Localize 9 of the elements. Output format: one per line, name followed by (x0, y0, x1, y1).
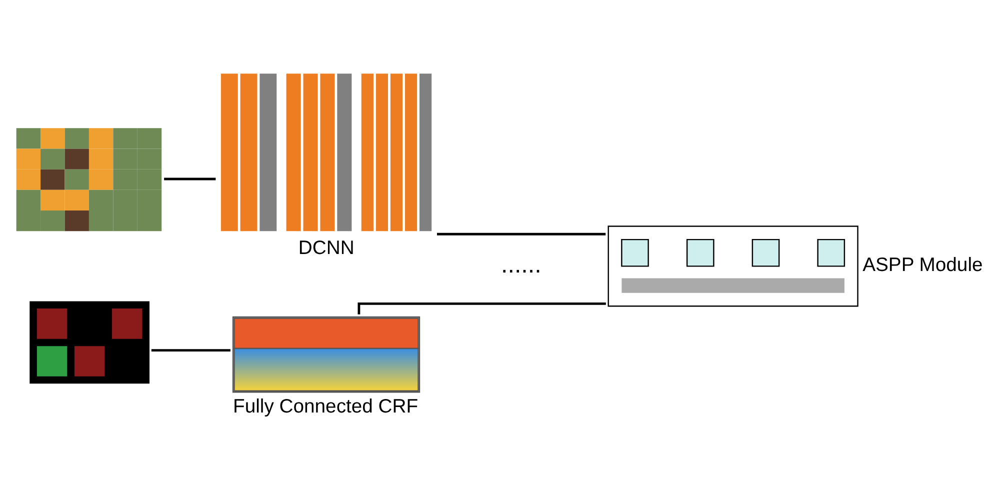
connector (437, 232, 606, 236)
node-label: ASPP Module (862, 254, 983, 276)
label: ...... (501, 251, 542, 278)
node-label: DCNN (298, 236, 354, 259)
connector (358, 302, 606, 314)
node-picture (30, 301, 150, 384)
connector (151, 349, 230, 352)
node-label: Fully Connected CRF (233, 395, 418, 418)
connector (164, 178, 216, 180)
